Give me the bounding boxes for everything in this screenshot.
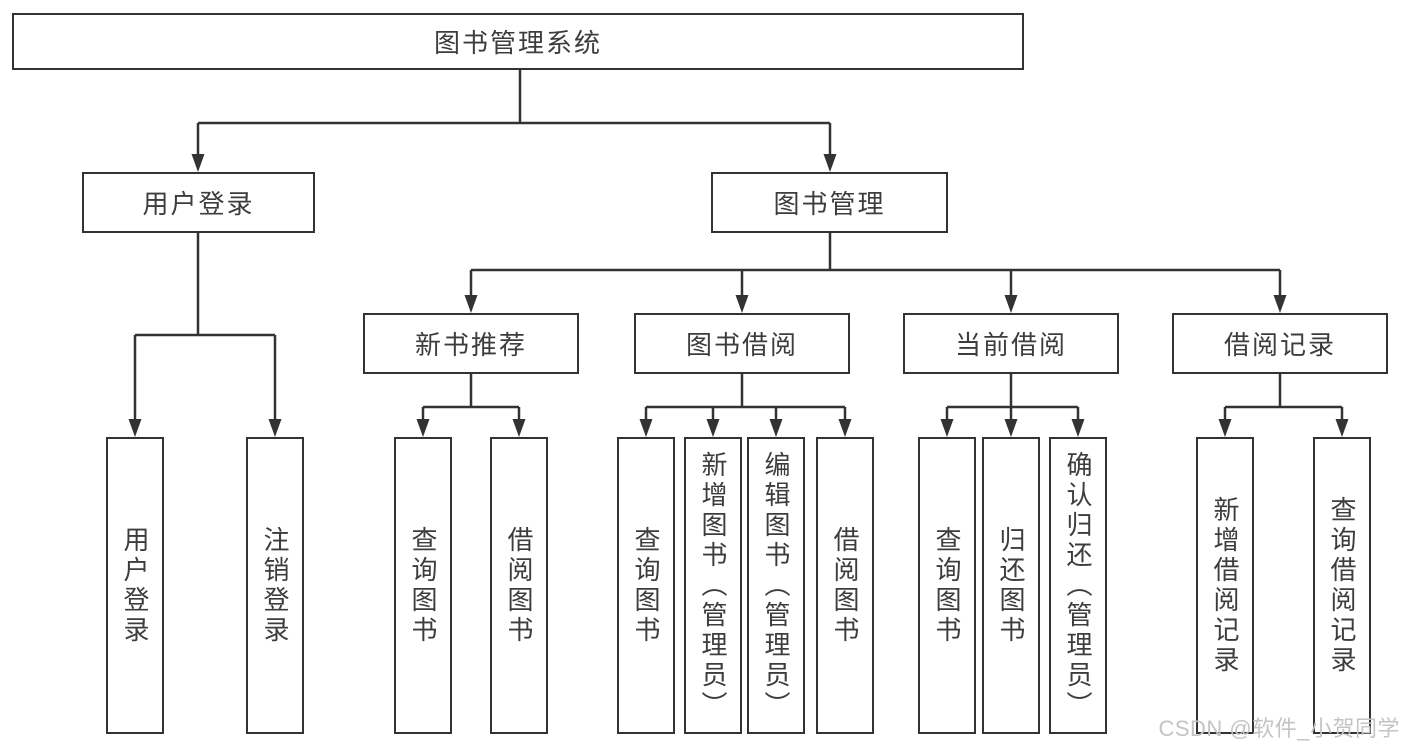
leaf-query-books-current-label: 查询图书	[932, 525, 962, 646]
leaf-add-borrow-record: 新增借阅记录	[1196, 437, 1254, 734]
leaf-add-book-admin: 新增图书（管理员）	[684, 437, 742, 734]
leaf-query-books-borrowing-label: 查询图书	[631, 525, 661, 646]
leaf-add-borrow-record-label: 新增借阅记录	[1210, 495, 1240, 676]
leaf-query-books-newbooks: 查询图书	[394, 437, 452, 734]
leaf-query-borrow-record: 查询借阅记录	[1313, 437, 1371, 734]
leaf-query-books-borrowing: 查询图书	[617, 437, 675, 734]
leaf-logout-label: 注销登录	[260, 525, 290, 646]
leaf-edit-book-admin: 编辑图书（管理员）	[747, 437, 805, 734]
leaf-query-books-newbooks-label: 查询图书	[408, 525, 438, 646]
leaf-confirm-return-admin: 确认归还（管理员）	[1049, 437, 1107, 734]
leaf-add-book-admin-label: 新增图书（管理员）	[698, 450, 728, 721]
leaf-return-book-label: 归还图书	[996, 525, 1026, 646]
node-library-system: 图书管理系统	[12, 13, 1024, 70]
leaf-borrow-books-newbooks-label: 借阅图书	[504, 525, 534, 646]
leaf-user-login: 用户登录	[106, 437, 164, 734]
leaf-query-books-current: 查询图书	[918, 437, 976, 734]
leaf-borrow-books-borrowing-label: 借阅图书	[830, 525, 860, 646]
node-book-management: 图书管理	[711, 172, 948, 233]
node-new-book-recommendation: 新书推荐	[363, 313, 579, 374]
leaf-user-login-label: 用户登录	[120, 525, 150, 646]
leaf-query-borrow-record-label: 查询借阅记录	[1327, 495, 1357, 676]
leaf-confirm-return-admin-label: 确认归还（管理员）	[1063, 450, 1093, 721]
leaf-logout: 注销登录	[246, 437, 304, 734]
node-current-borrowing: 当前借阅	[903, 313, 1119, 374]
leaf-borrow-books-newbooks: 借阅图书	[490, 437, 548, 734]
leaf-borrow-books-borrowing: 借阅图书	[816, 437, 874, 734]
leaf-edit-book-admin-label: 编辑图书（管理员）	[761, 450, 791, 721]
node-user-login: 用户登录	[82, 172, 315, 233]
leaf-return-book: 归还图书	[982, 437, 1040, 734]
csdn-watermark: CSDN @软件_小贺同学	[1158, 716, 1400, 741]
node-borrowing-records: 借阅记录	[1172, 313, 1388, 374]
node-book-borrowing: 图书借阅	[634, 313, 850, 374]
